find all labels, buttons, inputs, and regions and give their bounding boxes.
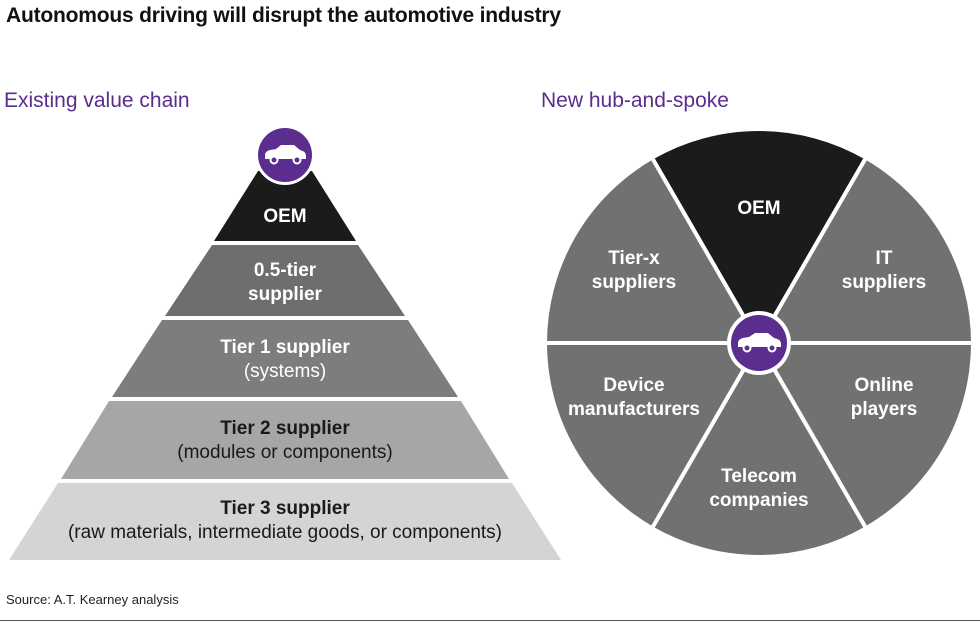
tier-2-label: Tier 2 supplier — [220, 418, 350, 439]
tier-1-band — [112, 320, 458, 397]
segment-online-label-line2: players — [851, 399, 918, 420]
segment-device-manufacturers — [543, 341, 761, 531]
car-icon — [265, 145, 306, 165]
segment-it-label-line1: IT — [876, 248, 893, 269]
page-title: Autonomous driving will disrupt the auto… — [6, 4, 561, 27]
segment-device-label-line1: Device — [603, 375, 664, 396]
segment-it-suppliers — [757, 155, 975, 345]
segment-tierx-label-line2: suppliers — [592, 272, 676, 293]
segment-device-label-line2: manufacturers — [568, 399, 700, 420]
segment-telecom-label-line1: Telecom — [721, 466, 797, 487]
bottom-divider — [0, 620, 980, 621]
tier-3-band — [9, 483, 561, 560]
hub-spoke-wheel: OEM IT suppliers Online players Telecom … — [542, 126, 976, 560]
segment-oem — [650, 127, 868, 345]
tier-oem-band — [214, 171, 356, 241]
segment-online-players — [757, 341, 975, 531]
source-note: Source: A.T. Kearney analysis — [6, 592, 179, 607]
tier-05-label-line1: 0.5-tier — [254, 260, 317, 281]
tier-1-label: Tier 1 supplier — [220, 337, 350, 358]
tier-05-band — [165, 245, 405, 316]
segment-online-label-line1: Online — [854, 375, 913, 396]
tier-oem-label: OEM — [263, 206, 306, 227]
tier-1-sublabel: (systems) — [244, 361, 326, 382]
segment-telecom-companies — [650, 341, 868, 559]
segment-oem-label: OEM — [737, 198, 780, 219]
tier-3-sublabel: (raw materials, intermediate goods, or c… — [68, 522, 502, 543]
tier-2-band — [61, 401, 509, 479]
tier-3-label: Tier 3 supplier — [220, 498, 350, 519]
hub-car-badge — [727, 311, 791, 375]
value-chain-pyramid: OEM 0.5-tier supplier Tier 1 supplier (s… — [9, 125, 561, 560]
segment-it-label-line2: suppliers — [842, 272, 926, 293]
tier-2-sublabel: (modules or components) — [177, 442, 392, 463]
segment-tierx-suppliers — [543, 155, 761, 345]
pyramid-car-badge — [255, 125, 315, 185]
value-chain-heading: Existing value chain — [4, 89, 190, 112]
car-icon — [738, 333, 781, 353]
tier-05-label-line2: supplier — [248, 284, 323, 305]
segment-tierx-label-line1: Tier-x — [608, 248, 660, 269]
segment-telecom-label-line2: companies — [709, 490, 808, 511]
hub-spoke-heading: New hub-and-spoke — [541, 89, 729, 112]
